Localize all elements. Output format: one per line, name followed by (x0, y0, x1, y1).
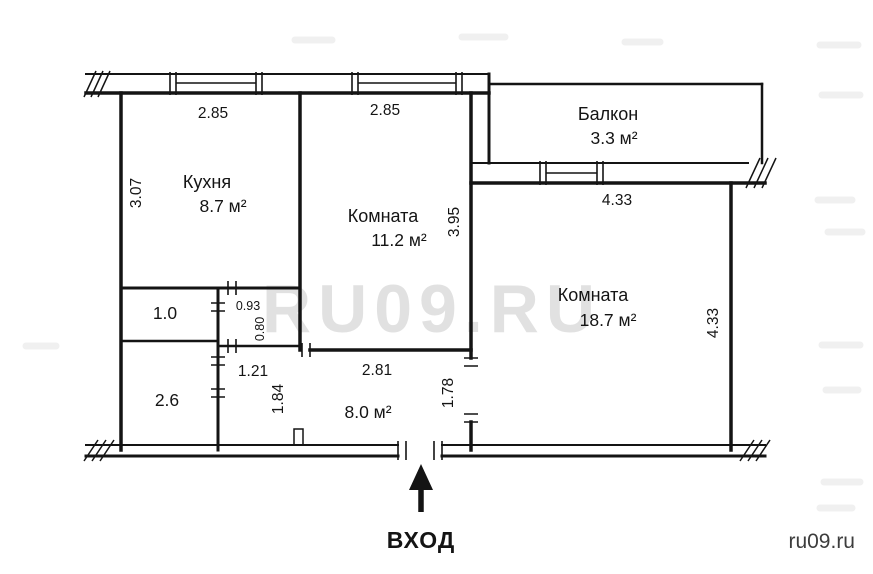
dim-kitchen-depth: 3.07 (128, 178, 145, 208)
door-jamb (293, 428, 304, 446)
dim-hall-width: 2.81 (362, 362, 392, 379)
dim-niche-depth: 0.80 (253, 317, 267, 341)
closet-a-area: 1.0 (153, 303, 178, 323)
room-a-label: Комната (348, 206, 419, 226)
dim-room-b-depth: 4.33 (705, 308, 722, 338)
dim-hall-left-width: 1.21 (238, 363, 268, 380)
dim-niche-width: 0.93 (236, 299, 260, 313)
wall-break-hatches (83, 70, 777, 462)
dim-room-a-width: 2.85 (370, 102, 400, 119)
room-b-area: 18.7 м² (580, 310, 637, 330)
watermark-small: ru09.ru (788, 530, 855, 553)
interior-walls (119, 91, 473, 452)
dim-kitchen-width: 2.85 (198, 105, 228, 122)
dim-room-a-depth: 3.95 (446, 207, 463, 237)
door-opening-ticks (211, 281, 478, 460)
hallway-area: 8.0 м² (344, 402, 391, 422)
dim-hall-left-depth: 1.84 (270, 384, 287, 415)
dim-room-b-width: 4.33 (602, 192, 632, 209)
entrance-arrow (409, 464, 433, 512)
dim-hall-right-depth: 1.78 (440, 378, 457, 408)
closet-b-area: 2.6 (155, 390, 179, 410)
balcony-area: 3.3 м² (590, 128, 637, 148)
room-labels: Кухня 8.7 м² Комната 11.2 м² Балкон 3.3 … (153, 104, 638, 422)
kitchen-area: 8.7 м² (199, 196, 246, 216)
outer-walls (84, 72, 767, 458)
balcony-label: Балкон (578, 104, 638, 124)
watermark-large: RU09.RU (262, 271, 602, 347)
room-b-label: Комната (558, 285, 629, 305)
windows (169, 72, 604, 185)
dimension-labels: 2.85 2.85 3.07 3.95 4.33 4.33 0.93 0.80 … (128, 102, 722, 414)
kitchen-label: Кухня (183, 172, 231, 192)
entrance-label: ВХОД (387, 527, 455, 553)
room-a-area: 11.2 м² (371, 230, 427, 250)
scan-artifacts (22, 33, 866, 512)
